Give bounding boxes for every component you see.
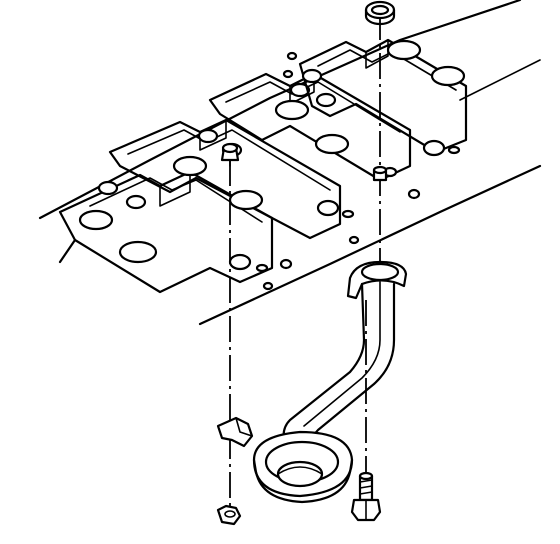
tube-body-left — [282, 282, 366, 442]
tube-body-right — [310, 282, 396, 448]
block-side-edge — [459, 59, 541, 101]
bracket-nut — [216, 504, 242, 526]
block-small-holes — [262, 51, 421, 291]
pickup-tube — [282, 260, 408, 448]
bearing-cap-4 — [298, 38, 468, 157]
bearing-cap-2 — [108, 118, 355, 240]
alignment-centerlines — [229, 14, 381, 512]
bolt-threads — [359, 479, 373, 495]
pickup-tube-seal — [364, 0, 396, 26]
pickup-screen — [252, 430, 354, 504]
main-bearing-bolt-right — [372, 165, 388, 182]
screen-mesh-detail — [277, 466, 323, 475]
block-left-end — [58, 238, 77, 264]
engine-block-bottom — [38, 0, 542, 326]
block-upper-edge — [38, 0, 522, 220]
tube-highlight — [303, 281, 381, 427]
screen-mesh — [276, 460, 324, 488]
bearing-cap-3 — [208, 72, 412, 182]
main-bearing-bolt-left — [220, 142, 240, 167]
tube-inlet — [360, 262, 400, 282]
pickup-bracket — [216, 416, 254, 448]
screen-skirt — [252, 458, 354, 504]
mounting-bolt — [350, 471, 382, 522]
block-lower-edge — [198, 164, 542, 326]
